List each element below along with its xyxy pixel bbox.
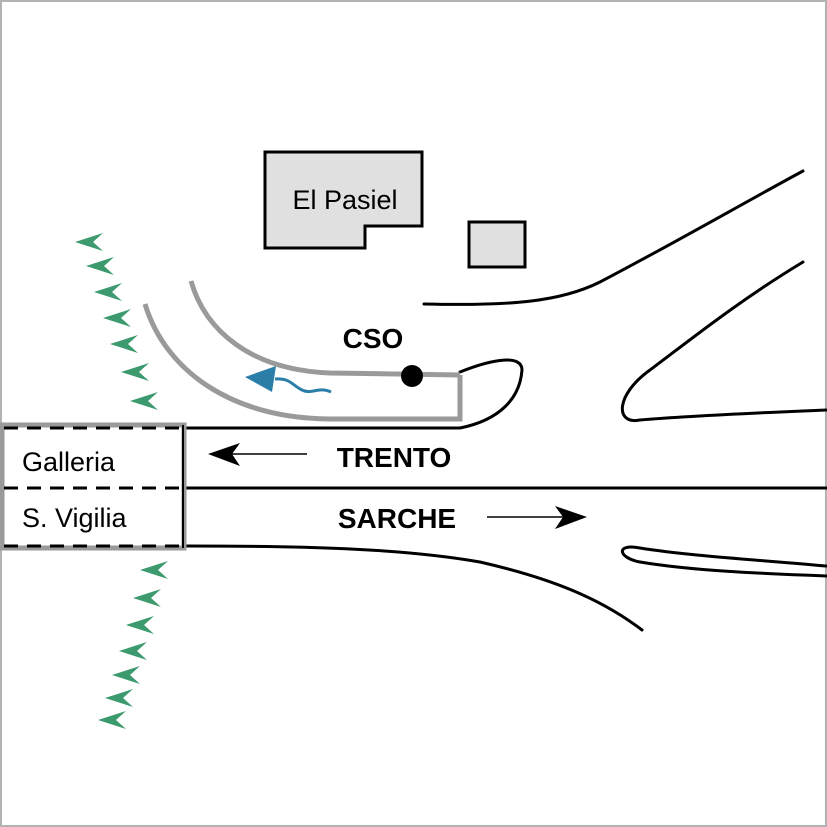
tree-marker-icon xyxy=(103,309,131,327)
building-small xyxy=(467,220,527,269)
tunnel-label-line2: S. Vigilia xyxy=(22,503,128,533)
building-el-pasiel xyxy=(263,150,424,250)
cso-channel-inner-wall xyxy=(188,280,461,378)
direction-trento-label: TRENTO xyxy=(337,442,452,473)
tree-marker-icon xyxy=(133,589,161,607)
cso-point xyxy=(401,365,423,387)
flow-arrow-icon xyxy=(245,366,332,394)
cso-channel-outer-wall xyxy=(142,303,463,422)
tunnel-label-line1: Galleria xyxy=(22,447,116,477)
road-lower-boundary xyxy=(184,544,644,632)
ramp-island-upper xyxy=(621,260,827,422)
road-upper-boundary xyxy=(422,169,805,306)
tree-marker-icon xyxy=(126,616,154,634)
tree-marker-icon xyxy=(112,666,140,684)
ramp-island-lower xyxy=(620,545,827,578)
tree-marker-icon xyxy=(75,233,103,251)
vegetation-top xyxy=(75,233,158,410)
tree-marker-icon xyxy=(98,711,126,729)
tree-marker-icon xyxy=(86,257,114,275)
building-label: El Pasiel xyxy=(292,185,397,215)
trento-arrow-head xyxy=(208,443,240,466)
tree-marker-icon xyxy=(130,392,158,410)
trento-arrow-icon xyxy=(208,443,307,466)
tree-marker-icon xyxy=(94,283,122,301)
sarche-arrow-head xyxy=(555,506,587,529)
sarche-arrow-icon xyxy=(487,506,587,529)
flow-arrow-shaft xyxy=(274,377,332,394)
direction-sarche-label: SARCHE xyxy=(338,503,456,534)
vegetation-bottom xyxy=(98,561,168,729)
road-lines xyxy=(184,169,827,632)
tree-marker-icon xyxy=(140,561,168,579)
tree-marker-icon xyxy=(110,335,138,353)
road-trento-edge xyxy=(184,358,524,430)
cso-channel xyxy=(142,280,463,422)
tree-marker-icon xyxy=(119,642,147,660)
flow-arrow-head xyxy=(245,366,276,392)
tree-marker-icon xyxy=(105,689,133,707)
cso-label: CSO xyxy=(343,323,404,354)
tunnel-dashed-lines xyxy=(4,426,182,548)
tree-marker-icon xyxy=(121,363,149,381)
